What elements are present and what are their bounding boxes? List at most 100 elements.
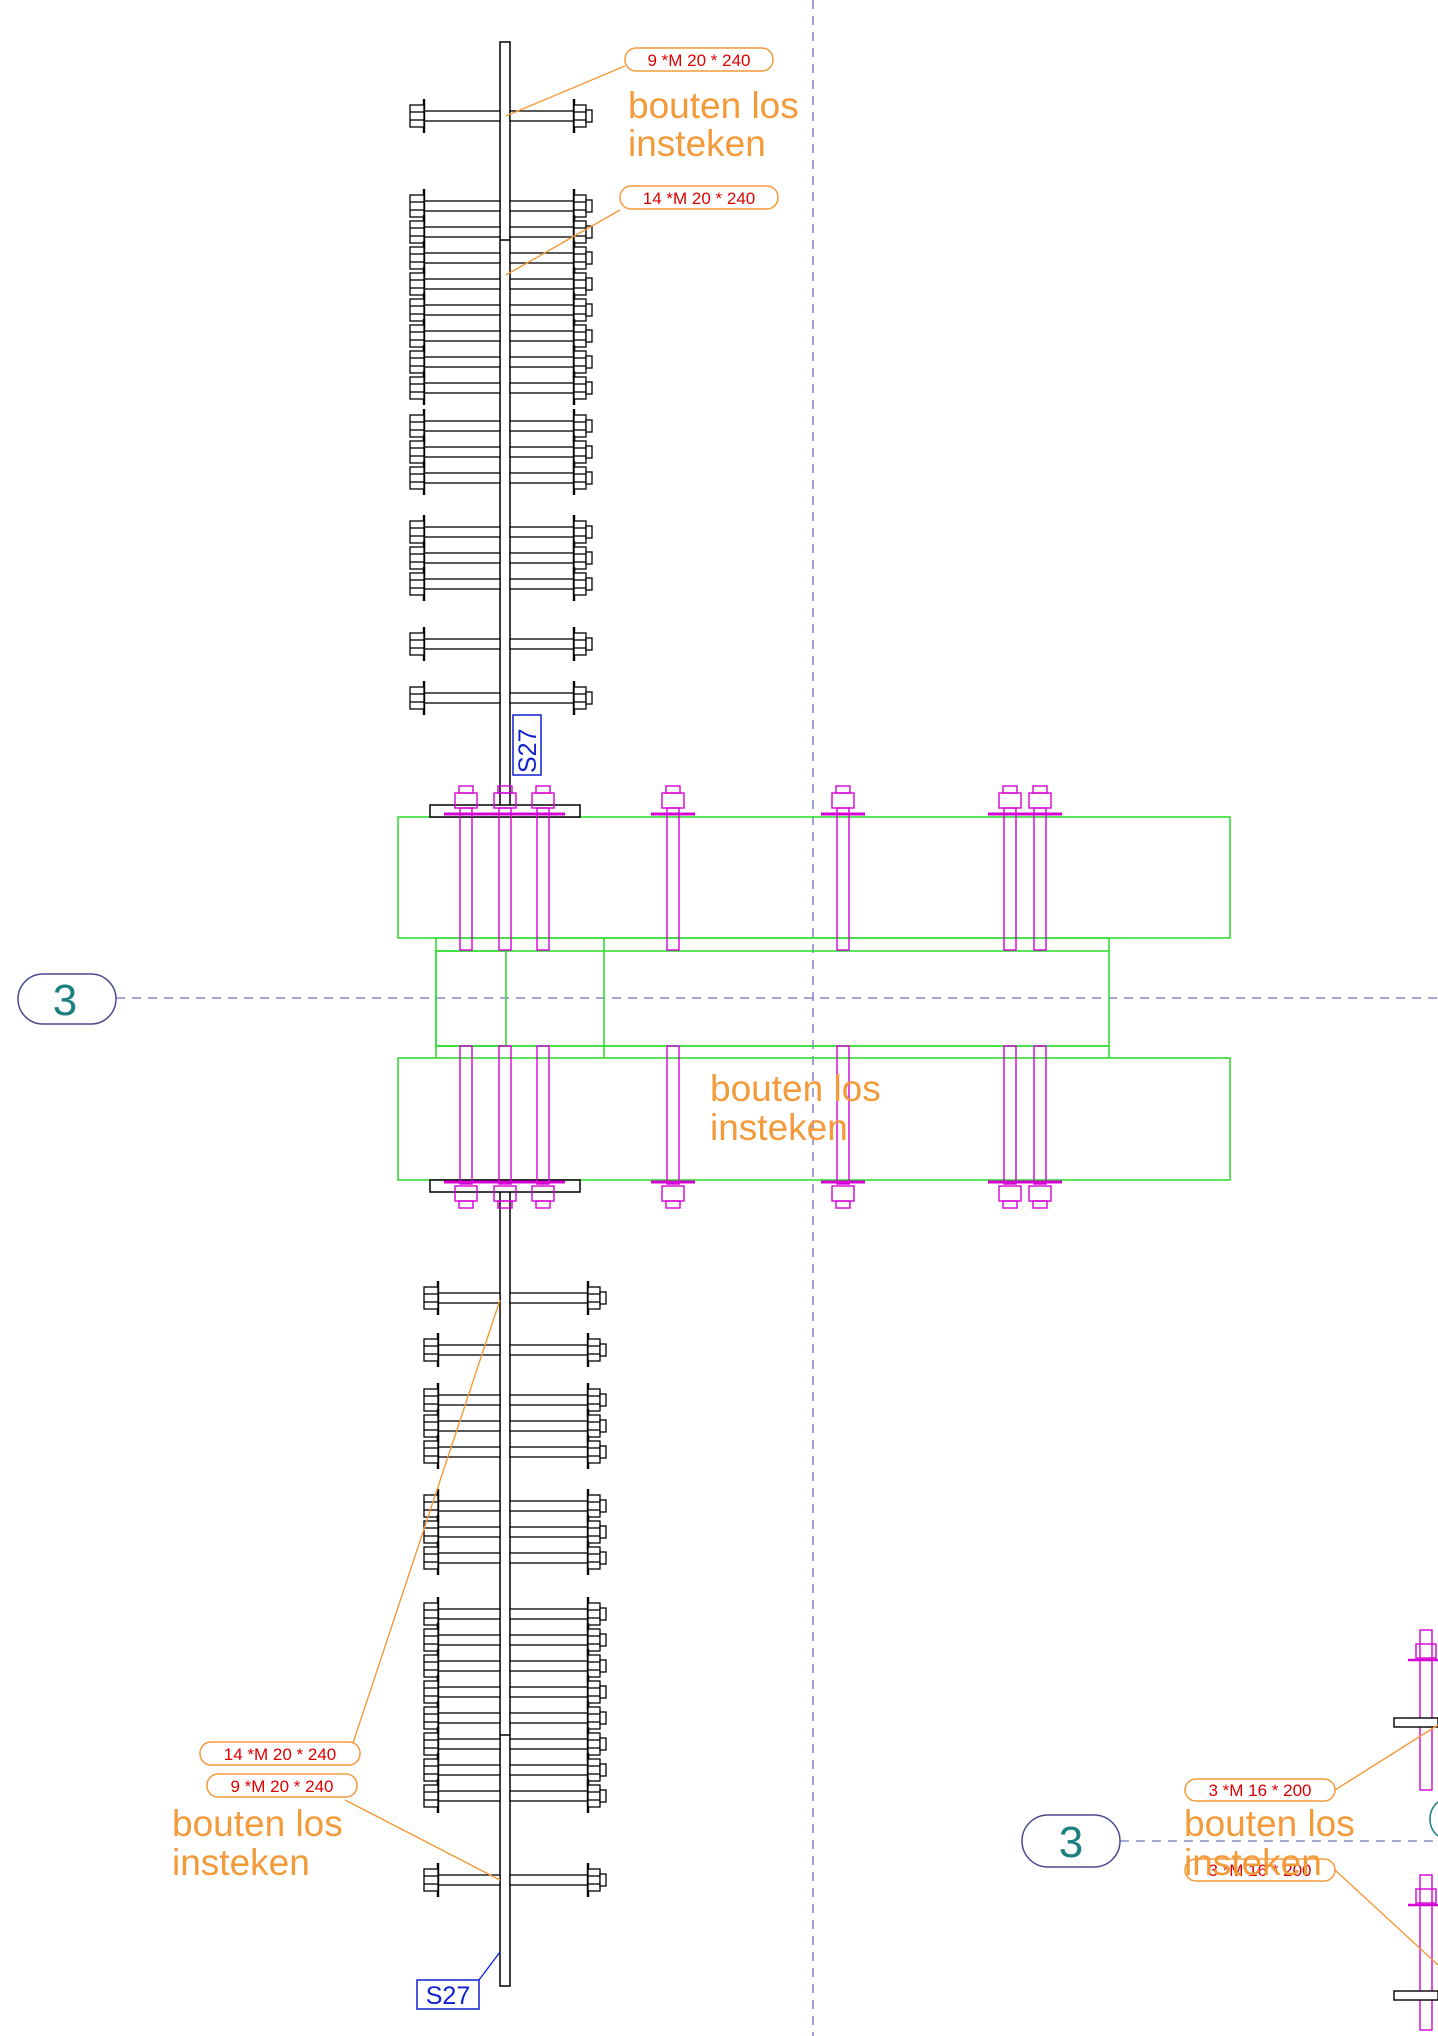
timber-bolt-shank-upper [459,807,473,951]
timber-bolt-tip [665,1200,681,1209]
grid-lines [116,0,1438,2036]
bolt-shank [509,278,575,290]
bolt-shank [437,1292,501,1304]
bolt-shank [423,526,501,538]
bolt-nut [587,1602,601,1626]
bolt-tag-right-2-text: 3 *M 16 * 200 [1208,1861,1311,1880]
bolt-head [409,546,425,570]
bolt-shank [509,110,575,122]
bolt-nut [587,1388,601,1412]
bolt-tag-bottom-2-text: 9 *M 20 * 240 [230,1777,333,1796]
bolt-11 [423,1675,607,1709]
timber-bolt-2 [521,785,565,1209]
bolt-shank [423,252,501,264]
timber-bolt-5 [988,785,1032,1209]
bolt-16 [423,1863,607,1897]
timber-bolt-6 [1018,785,1062,1209]
bolt-0 [423,1281,607,1315]
bolt-tip [599,1607,607,1621]
bolt-shank [437,1526,501,1538]
right-bolt-0 [1408,1629,1438,1791]
bolt-tip [599,1551,607,1565]
bolt-shank [437,1608,501,1620]
bolt-nut [587,1868,601,1892]
right-edge-plates [1393,1717,1438,2001]
bolt-shank [509,638,575,650]
bolt-0 [409,99,593,133]
bolt-nut [573,414,587,438]
bolt-head [409,440,425,464]
bolt-tip [599,1763,607,1777]
bolt-1 [409,189,593,223]
bolt-shank [509,1292,589,1304]
timber-bolt-nut [1028,1185,1052,1202]
bolt-shank [437,1712,501,1724]
note-right-line2: insteken [1184,1842,1322,1883]
timber-bolt-head [1028,792,1052,809]
bolt-nut [573,632,587,656]
bolt-5 [409,293,593,327]
note-bottom-line2: insteken [172,1842,310,1883]
timber-bolt-shank-upper [1003,807,1017,951]
bolt-3 [409,241,593,275]
bolt-head [409,324,425,348]
timber-bolt-shank-lower [666,1045,680,1185]
bolt-tip [585,303,593,317]
bolt-shank [423,578,501,590]
leader-tag-right-2 [1334,1869,1438,1966]
note-right: bouten los insteken [1184,1803,1355,1883]
bolt-6 [423,1515,607,1549]
bolt-15 [409,627,593,661]
bolt-shank [509,526,575,538]
bolt-9 [409,409,593,443]
timber-bolt-1 [483,785,527,1209]
note-top-line1: bouten los [628,85,799,126]
bolt-nut [573,246,587,270]
bolt-4 [409,267,593,301]
bolt-tag-right-1-text: 3 *M 16 * 200 [1208,1781,1311,1800]
bolt-shank [423,330,501,342]
bolt-head [423,1388,439,1412]
bolt-shank [423,382,501,394]
bolt-tip [585,691,593,705]
bolt-shank [437,1446,501,1458]
bolt-10 [423,1649,607,1683]
bolt-shank [437,1344,501,1356]
bolt-tip [585,109,593,123]
bolt-shank [437,1500,501,1512]
bolt-shank [423,304,501,316]
right-end-plate-top [1393,1717,1438,1728]
bolt-head [409,194,425,218]
timber-bolt-shank-upper [536,807,550,951]
bolt-nut [573,686,587,710]
bolt-tip [599,1789,607,1803]
bolt-shank [509,1500,589,1512]
bolt-tag-top-2-text: 14 *M 20 * 240 [643,189,755,208]
bolt-shank [437,1634,501,1646]
steel-plate-lower [499,1185,511,1987]
bolt-shank [423,226,501,238]
bolt-head [423,1868,439,1892]
bolt-nut [573,104,587,128]
bolt-tip [599,1525,607,1539]
bolt-tag-right-2: 3 *M 16 * 200 [1184,1858,1336,1882]
bolt-14 [423,1753,607,1787]
bolt-tip [585,419,593,433]
bolt-tip [599,1685,607,1699]
note-center: bouten los insteken [710,1068,881,1148]
bolt-head [423,1286,439,1310]
note-center-line1: bouten los [710,1068,881,1109]
timber-bolt-head [661,792,685,809]
right-bolt-shank [1419,1874,1433,2031]
bolt-head [423,1706,439,1730]
timber-bolt-tip [1002,1200,1018,1209]
bolt-nut [587,1338,601,1362]
note-bottom-line1: bouten los [172,1803,343,1844]
bolt-shank [509,304,575,316]
bolt-tip [585,355,593,369]
grid-axis-right-label: 3 [1059,1818,1083,1867]
bolt-shank [437,1660,501,1672]
bolt-13 [409,541,593,575]
bolt-tip [585,551,593,565]
leader-lines [344,65,1438,1966]
